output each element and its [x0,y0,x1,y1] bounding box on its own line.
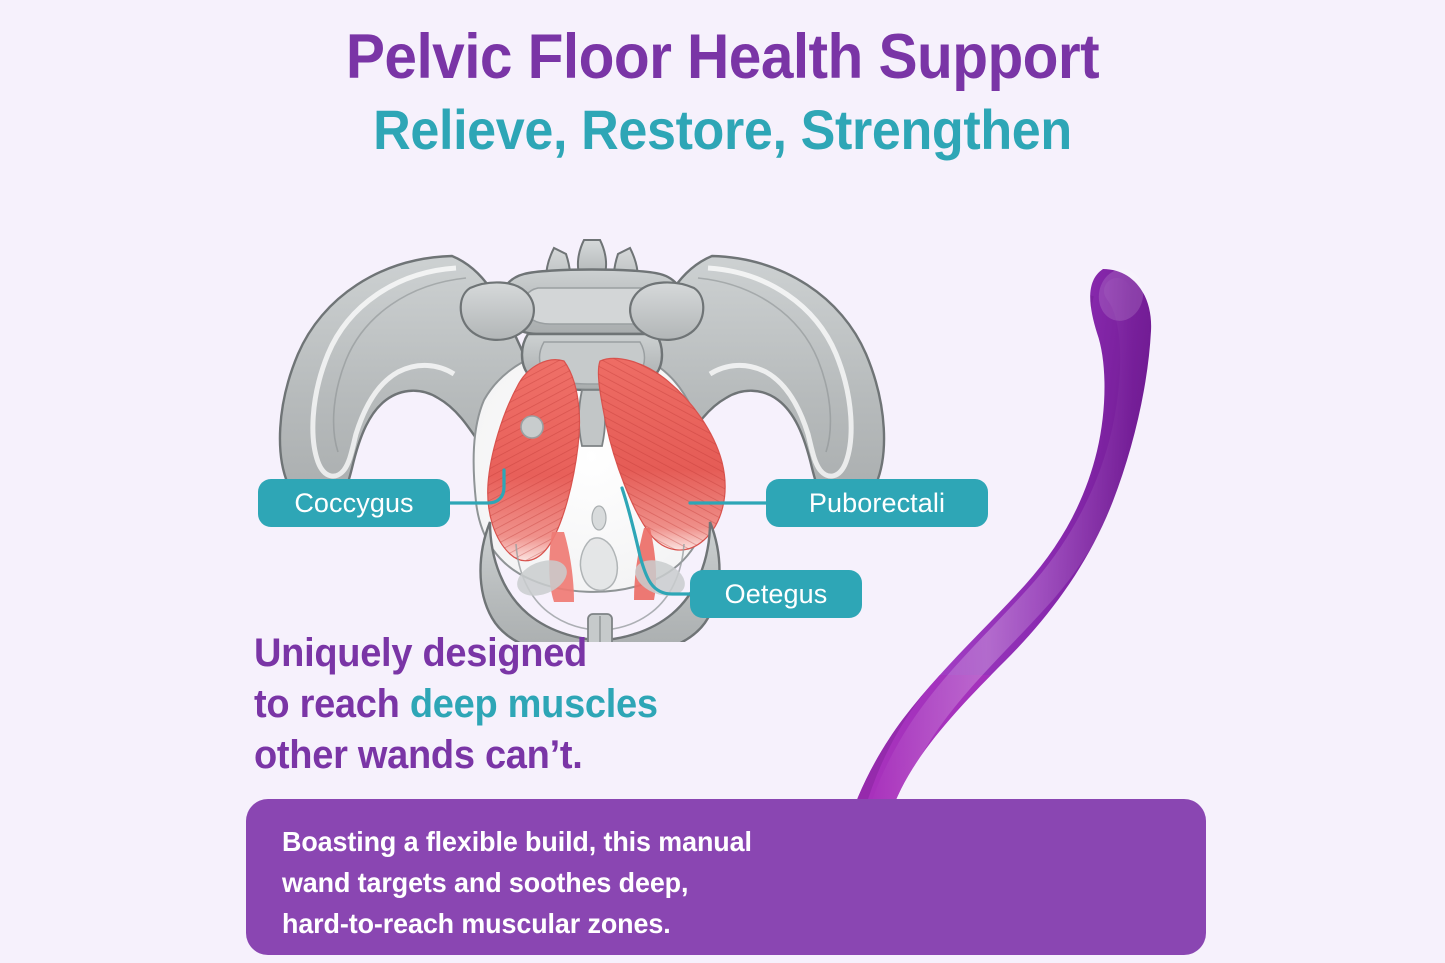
page-title: Pelvic Floor Health Support [345,22,1100,92]
description-line-3: hard-to-reach muscular zones. [282,908,671,940]
label-puborectali[interactable]: Puborectali [766,479,988,527]
description-box: Boasting a flexible build, this manual w… [246,799,1206,955]
tagline-line-1: Uniquely designed [254,631,587,675]
description-line-2: wand targets and soothes deep, [282,867,689,899]
tagline-line-2: to reach deep muscles [254,679,786,730]
tagline-line-2-prefix: to reach [254,681,410,726]
tagline-line-3: other wands can’t. [254,732,583,777]
page-subtitle: Relieve, Restore, Strengthen [373,98,1072,161]
anatomy-nodule [520,415,544,439]
central-organ-outline [579,505,619,592]
header-block: Pelvic Floor Health Support Relieve, Res… [0,26,1445,158]
wand-tip-highlight [1098,269,1144,321]
tagline-block: Uniquely designed to reach deep muscles … [254,628,786,780]
description-text: Boasting a flexible build, this manual w… [282,821,877,944]
tagline-highlight: deep muscles [409,681,658,726]
label-coccygus-text: Coccygus [294,487,414,518]
label-oetegus-text: Oetegus [724,578,828,609]
label-coccygus[interactable]: Coccygus [258,479,450,527]
description-line-1: Boasting a flexible build, this manual [282,826,752,857]
label-puborectali-text: Puborectali [808,487,946,518]
label-oetegus[interactable]: Oetegus [690,570,862,618]
